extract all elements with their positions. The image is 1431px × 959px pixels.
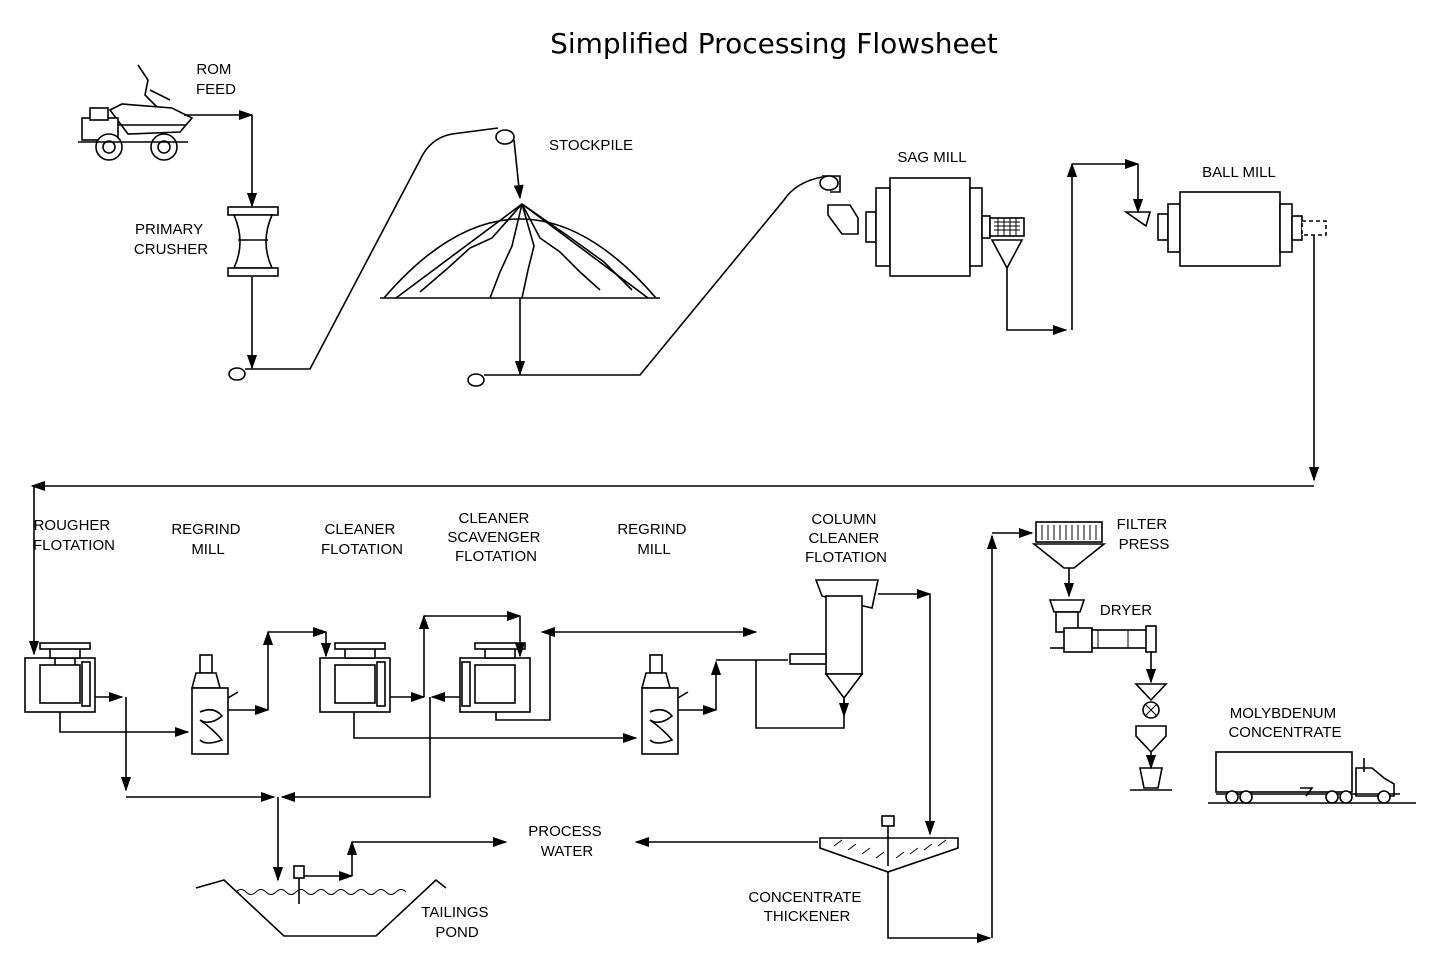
regrind-mill-1-icon [190, 654, 239, 755]
label-primary-crusher-line1: PRIMARY [135, 221, 203, 238]
label-tailings-pond-line2: POND [435, 924, 479, 941]
label-concentrate-thickener-line2: THICKENER [764, 908, 851, 925]
label-cleaner-flotation-line2: FLOTATION [321, 541, 403, 558]
label-column-cleaner-line3: FLOTATION [805, 549, 887, 566]
label-stockpile: STOCKPILE [549, 137, 633, 154]
label-regrind-mill-2-line2: MILL [637, 541, 670, 558]
flow-lines [28, 109, 1320, 944]
label-rougher-flotation-line2: FLOTATION [33, 537, 115, 554]
label-column-cleaner-line2: CLEANER [808, 530, 879, 547]
label-rougher-flotation-line1: ROUGHER [34, 517, 111, 534]
haul-truck-icon [78, 64, 194, 161]
regrind-mill-2-icon [640, 654, 689, 755]
label-process-water-line1: PROCESS [528, 823, 601, 840]
label-regrind-mill-1: REGRIND MILL [171, 521, 244, 558]
stockpile-icon [380, 203, 660, 299]
bagging-station-icon [1130, 683, 1172, 791]
label-stockpile-line1: STOCKPILE [549, 137, 633, 154]
label-cleaner-scavenger-flotation: CLEANER SCAVENGER FLOTATION [447, 510, 544, 565]
concentrate-truck-icon [1208, 751, 1416, 804]
label-tailings-pond: TAILINGS POND [421, 904, 492, 941]
label-molybdenum-line1: MOLYBDENUM [1230, 705, 1336, 722]
conveyor-pulley-icon [228, 129, 839, 387]
label-cleaner-scavenger-line1: CLEANER [458, 510, 529, 527]
label-filter-press-line1: FILTER [1117, 516, 1168, 533]
label-primary-crusher-line2: CRUSHER [134, 241, 208, 258]
label-process-water: PROCESS WATER [528, 823, 606, 860]
label-rom-feed-line1: ROM [196, 61, 231, 78]
label-filter-press: FILTER PRESS [1117, 516, 1172, 553]
label-dryer: DRYER [1100, 602, 1152, 619]
label-sag-mill: SAG MILL [897, 149, 966, 166]
label-regrind-mill-1-line1: REGRIND [171, 521, 240, 538]
cleaner-scavenger-cell-icon [459, 642, 531, 713]
label-rom-feed-line2: FEED [196, 81, 236, 98]
diagram-title: Simplified Processing Flowsheet [550, 27, 998, 60]
label-dryer-line1: DRYER [1100, 602, 1152, 619]
dryer-icon [1048, 599, 1157, 653]
label-concentrate-thickener-line1: CONCENTRATE [748, 889, 861, 906]
filter-press-icon [1031, 521, 1107, 569]
label-sag-mill-line1: SAG MILL [897, 149, 966, 166]
label-cleaner-flotation: CLEANER FLOTATION [321, 521, 403, 558]
tailings-pond-icon [195, 865, 447, 937]
label-rougher-flotation: ROUGHER FLOTATION [33, 517, 115, 554]
label-regrind-mill-2: REGRIND MILL [617, 521, 690, 558]
rougher-flotation-cell-icon [24, 642, 96, 713]
label-cleaner-scavenger-line2: SCAVENGER [447, 529, 540, 546]
label-column-cleaner-line1: COLUMN [811, 511, 876, 528]
label-cleaner-flotation-line1: CLEANER [324, 521, 395, 538]
sag-mill-icon [822, 175, 1025, 277]
label-process-water-line2: WATER [541, 843, 594, 860]
label-rom-feed: ROM FEED [196, 61, 236, 98]
label-ball-mill-line1: BALL MILL [1202, 164, 1276, 181]
label-concentrate-thickener: CONCENTRATE THICKENER [748, 889, 865, 925]
label-cleaner-scavenger-line3: FLOTATION [455, 548, 537, 565]
label-primary-crusher: PRIMARY CRUSHER [134, 221, 208, 258]
label-ball-mill: BALL MILL [1202, 164, 1276, 181]
label-molybdenum-concentrate: MOLYBDENUM CONCENTRATE [1228, 705, 1341, 741]
label-column-cleaner-flotation: COLUMN CLEANER FLOTATION [805, 511, 887, 566]
label-filter-press-line2: PRESS [1119, 536, 1170, 553]
cleaner-flotation-cell-icon [319, 642, 391, 713]
column-cleaner-icon [789, 579, 879, 700]
label-regrind-mill-2-line1: REGRIND [617, 521, 686, 538]
ball-mill-icon [1123, 191, 1327, 267]
concentrate-thickener-icon [819, 815, 959, 873]
label-tailings-pond-line1: TAILINGS [421, 904, 488, 921]
label-molybdenum-line2: CONCENTRATE [1228, 724, 1341, 741]
label-regrind-mill-1-line2: MILL [191, 541, 224, 558]
primary-crusher-icon [227, 206, 279, 277]
